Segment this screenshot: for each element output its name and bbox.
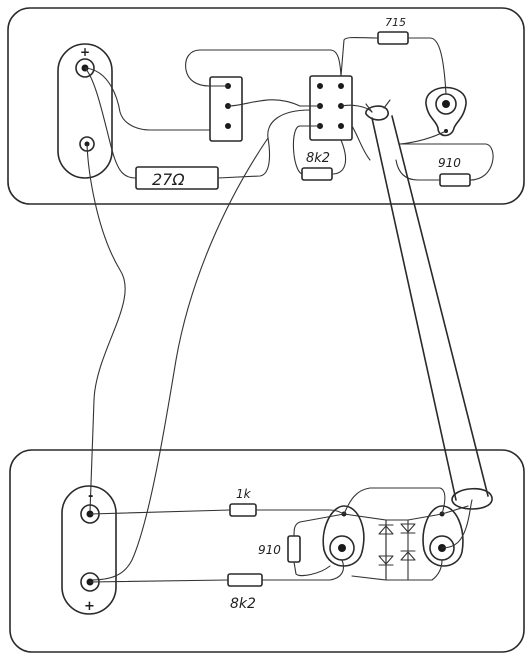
diode-pair-right <box>400 519 416 581</box>
resistor-715 <box>377 31 409 45</box>
bottom-jack-left <box>322 505 365 567</box>
top-jack <box>425 86 467 137</box>
top-battery-plus-sign: + <box>80 45 90 59</box>
top-board <box>7 7 525 205</box>
top-battery-plus-terminal <box>75 58 95 78</box>
resistor-8k2-bottom-label: 8k2 <box>230 596 256 612</box>
resistor-1k <box>229 503 257 517</box>
bottom-battery-holder <box>61 485 117 615</box>
resistor-910-bottom <box>287 535 301 563</box>
bottom-battery-minus-sign: - <box>88 489 93 504</box>
resistor-8k2-bottom <box>227 573 263 587</box>
six-pin-switch <box>309 75 353 141</box>
coax-cable <box>371 115 489 501</box>
resistor-8k2-top-label: 8k2 <box>306 151 330 166</box>
resistor-8k2-top <box>301 167 333 181</box>
resistor-910-top <box>439 173 471 187</box>
three-pin-switch <box>209 76 243 142</box>
resistor-27-ohm-label: 27Ω <box>152 170 185 189</box>
bottom-battery-plus-sign: + <box>84 599 95 614</box>
resistor-910-top-label: 910 <box>438 156 461 170</box>
bottom-board <box>9 449 525 653</box>
resistor-715-label: 715 <box>385 16 406 29</box>
resistor-1k-label: 1k <box>236 487 252 501</box>
resistor-910-bottom-label: 910 <box>258 543 281 557</box>
top-battery-holder <box>57 43 113 179</box>
